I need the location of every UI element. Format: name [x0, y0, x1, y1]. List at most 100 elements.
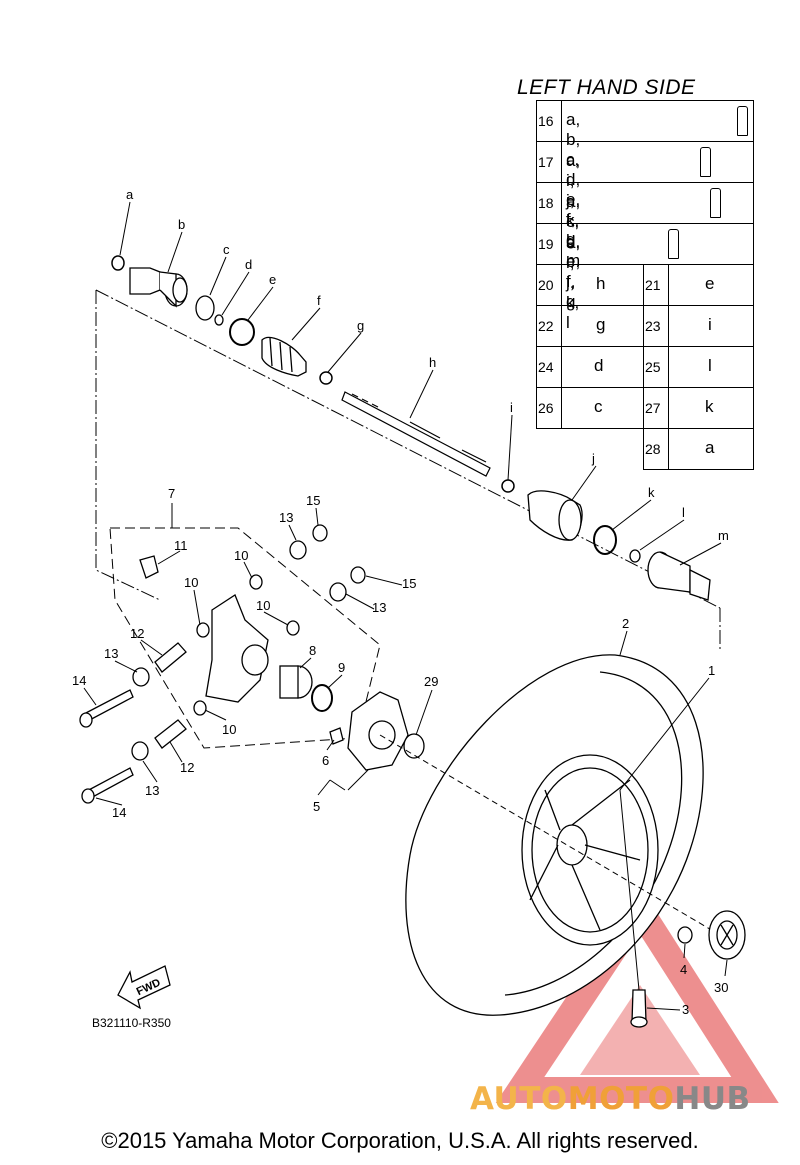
row-number: 17	[538, 154, 554, 170]
watermark-part3: HUB	[674, 1081, 751, 1117]
label-13-c: 13	[104, 646, 118, 661]
band-k	[593, 525, 617, 555]
grease-tube-icon	[668, 229, 679, 259]
label-g: g	[357, 318, 364, 333]
boot-f	[261, 336, 307, 377]
row-value: d	[594, 356, 604, 375]
row-value: l	[708, 356, 712, 375]
label-10-a: 10	[184, 575, 198, 590]
row-letters: a, i, j, k, l	[566, 233, 581, 332]
label-d: d	[245, 257, 252, 272]
row-number: 27	[645, 400, 661, 416]
cv-joint-outer-b	[129, 267, 188, 308]
row-number: 28	[645, 441, 661, 457]
label-10-d: 10	[222, 722, 236, 737]
drive-shaft-h	[341, 391, 491, 477]
label-f: f	[317, 293, 321, 308]
row-letters: a, i, j, k, l, m	[566, 151, 581, 270]
label-13-d: 13	[145, 783, 159, 798]
wheel-axis-line	[379, 734, 721, 936]
label-10-b: 10	[234, 548, 248, 563]
row-number: 22	[538, 318, 554, 334]
label-3: 3	[682, 1002, 689, 1017]
ring-d	[214, 314, 224, 326]
grease-tube-icon	[737, 106, 748, 136]
row-value: g	[596, 315, 606, 334]
watermark-part2: MOTO	[567, 1081, 675, 1117]
row-number: 20	[538, 277, 554, 293]
label-6: 6	[322, 753, 329, 768]
row-value: a	[705, 438, 715, 457]
label-14-a: 14	[72, 673, 86, 688]
label-c: c	[223, 242, 230, 257]
label-15-b: 15	[402, 576, 416, 591]
label-h: h	[429, 355, 436, 370]
watermark-triangle	[495, 886, 779, 1103]
valve-stem	[630, 989, 648, 1028]
row-value: e	[705, 274, 715, 293]
row-number: 16	[538, 113, 554, 129]
watermark-part1: AUTO	[470, 1081, 568, 1117]
circlip-a	[111, 255, 125, 271]
copyright-text: ©2015 Yamaha Motor Corporation, U.S.A. A…	[101, 1128, 699, 1153]
knuckle-parts	[79, 524, 425, 804]
row-number: 26	[538, 400, 554, 416]
ring-l	[629, 549, 641, 563]
label-1: 1	[708, 663, 715, 678]
grease-tube-icon	[700, 147, 711, 177]
label-i: i	[510, 400, 513, 415]
row-number: 21	[645, 277, 661, 293]
row-value: k	[705, 397, 714, 416]
row-value: i	[708, 315, 712, 334]
table-title: LEFT HAND SIDE	[517, 76, 696, 99]
label-a: a	[126, 187, 134, 202]
label-k: k	[648, 485, 655, 500]
label-4: 4	[680, 962, 687, 977]
label-30: 30	[714, 980, 728, 995]
label-2: 2	[622, 616, 629, 631]
label-e: e	[269, 272, 276, 287]
label-7: 7	[168, 486, 175, 501]
label-10-c: 10	[256, 598, 270, 613]
label-11: 11	[174, 538, 188, 553]
label-12-b: 12	[180, 760, 194, 775]
leader-lines	[83, 201, 728, 1011]
row-value: c	[594, 397, 603, 416]
row-value: h	[596, 274, 606, 293]
label-j: j	[591, 451, 595, 466]
letter-labels: a b c d e f g h i j k l m	[126, 187, 729, 543]
row-number: 25	[645, 359, 661, 375]
row-number: 18	[538, 195, 554, 211]
label-12-a: 12	[130, 626, 144, 641]
fwd-arrow-icon: FWD	[117, 965, 171, 1010]
row-number: 19	[538, 236, 554, 252]
label-5: 5	[313, 799, 320, 814]
label-13-b: 13	[372, 600, 386, 615]
cv-joint-inner-m	[647, 551, 711, 601]
figure-code: B321110-R350	[92, 1016, 171, 1030]
row-letters: a, c, d, e, f, g	[566, 192, 581, 311]
row-letters: a, b, c, d, e, f, g	[566, 110, 581, 249]
wheel-assembly	[405, 654, 704, 1016]
grease-tube-icon	[710, 188, 721, 218]
watermark-logo: AUTOMOTOHUB	[470, 1081, 751, 1117]
label-8: 8	[309, 643, 316, 658]
rim	[521, 754, 659, 946]
label-b: b	[178, 217, 185, 232]
label-14-b: 14	[112, 805, 126, 820]
label-13-a: 13	[279, 510, 293, 525]
boot-j	[527, 490, 583, 541]
shaft-frame-lines	[95, 289, 721, 652]
band-e	[229, 318, 255, 346]
band-g	[319, 371, 333, 385]
row-number: 23	[645, 318, 661, 334]
number-labels: 1 2 3 4 5 6 7 8 9 10 10 10 10 11 12 12 1…	[72, 486, 728, 1017]
band-i	[501, 479, 515, 493]
label-l: l	[682, 505, 685, 520]
label-m: m	[718, 528, 729, 543]
ring-c	[195, 295, 215, 321]
wheel-nut-and-cap	[677, 910, 746, 960]
label-15-a: 15	[306, 493, 320, 508]
rim-hub	[556, 824, 588, 866]
